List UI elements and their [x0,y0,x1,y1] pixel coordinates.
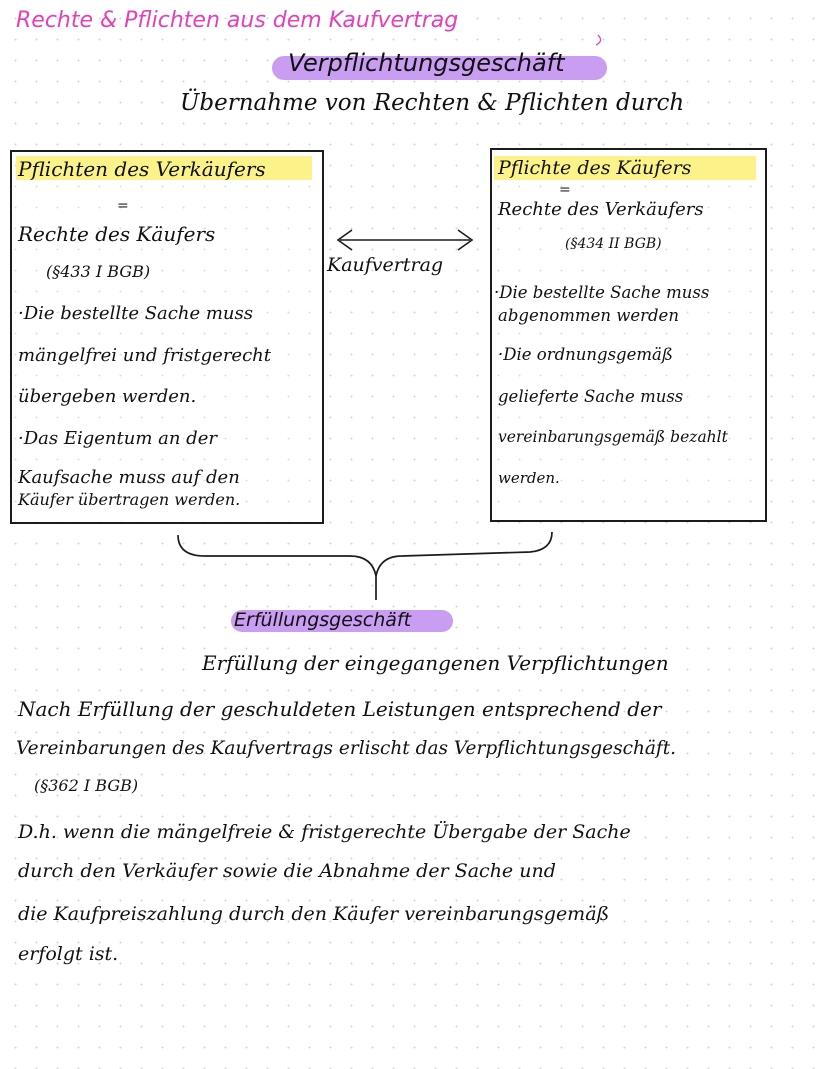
right-box-line: abgenommen werden [498,306,679,325]
left-box-line: Kaufsache muss auf den [18,467,240,488]
left-box-line: mängelfrei und fristgerecht [18,345,271,366]
erfuellung-paragraph-line: Nach Erfüllung der geschuldeten Leistung… [18,697,662,721]
left-box-line: Käufer übertragen werden. [18,490,241,509]
erfuellung-subtitle: Erfüllung der eingegangenen Verpflichtun… [202,651,669,675]
left-box-line: (§433 I BGB) [46,262,151,281]
left-box-frame [10,150,324,524]
arrow-right-head [457,229,474,251]
page-title: Rechte & Pflichten aus dem Kaufvertrag [16,8,459,33]
right-box-frame [490,148,767,522]
left-box-line: ·Das Eigentum an der [18,428,217,449]
right-box-line: werden. [498,469,560,487]
erfuellung-heading-pill [231,610,453,632]
explanation-line: D.h. wenn die mängelfreie & fristgerecht… [18,821,631,843]
explanation-line: erfolgt ist. [18,943,119,965]
right-box-line: gelieferte Sache muss [498,387,684,406]
left-box-highlight [16,156,312,180]
right-box-line: vereinbarungsgemäß bezahlt [498,428,728,446]
merge-brace [177,531,553,577]
explanation-line: die Kaufpreiszahlung durch den Käufer ve… [18,903,610,925]
erfuellung-paragraph-line: (§362 I BGB) [34,776,139,795]
left-box-line: ·Die bestellte Sache muss [18,303,253,324]
right-box-heading: Pflichte des Käufers [498,157,692,179]
left-box-line: übergeben werden. [18,386,197,407]
verpflichtung-heading: Verpflichtungsgeschäft [288,49,565,77]
left-box-heading: Pflichten des Verkäufers [18,157,266,181]
title-flourish [595,34,602,46]
verpflichtung-subtitle: Übernahme von Rechten & Pflichten durch [180,90,685,116]
right-box-highlight [494,156,756,180]
right-box-line: (§434 II BGB) [565,236,662,252]
explanation-line: durch den Verkäufer sowie die Abnahme de… [18,860,556,882]
erfuellung-heading: Erfüllungsgeschäft [234,609,412,631]
right-box-equals: = [559,182,571,198]
arrow-left-head [336,229,353,251]
erfuellung-paragraph-line: Vereinbarungen des Kaufvertrags erlischt… [16,738,677,759]
right-box-line: ·Die bestellte Sache muss [494,283,710,302]
right-box-line: Rechte des Verkäufers [498,199,704,220]
left-box-line: Rechte des Käufers [18,222,216,246]
left-box-equals: = [117,198,129,214]
verpflichtung-heading-pill [272,56,607,80]
right-box-line: ·Die ordnungsgemäß [498,345,673,364]
connector-label: Kaufvertrag [327,254,444,276]
